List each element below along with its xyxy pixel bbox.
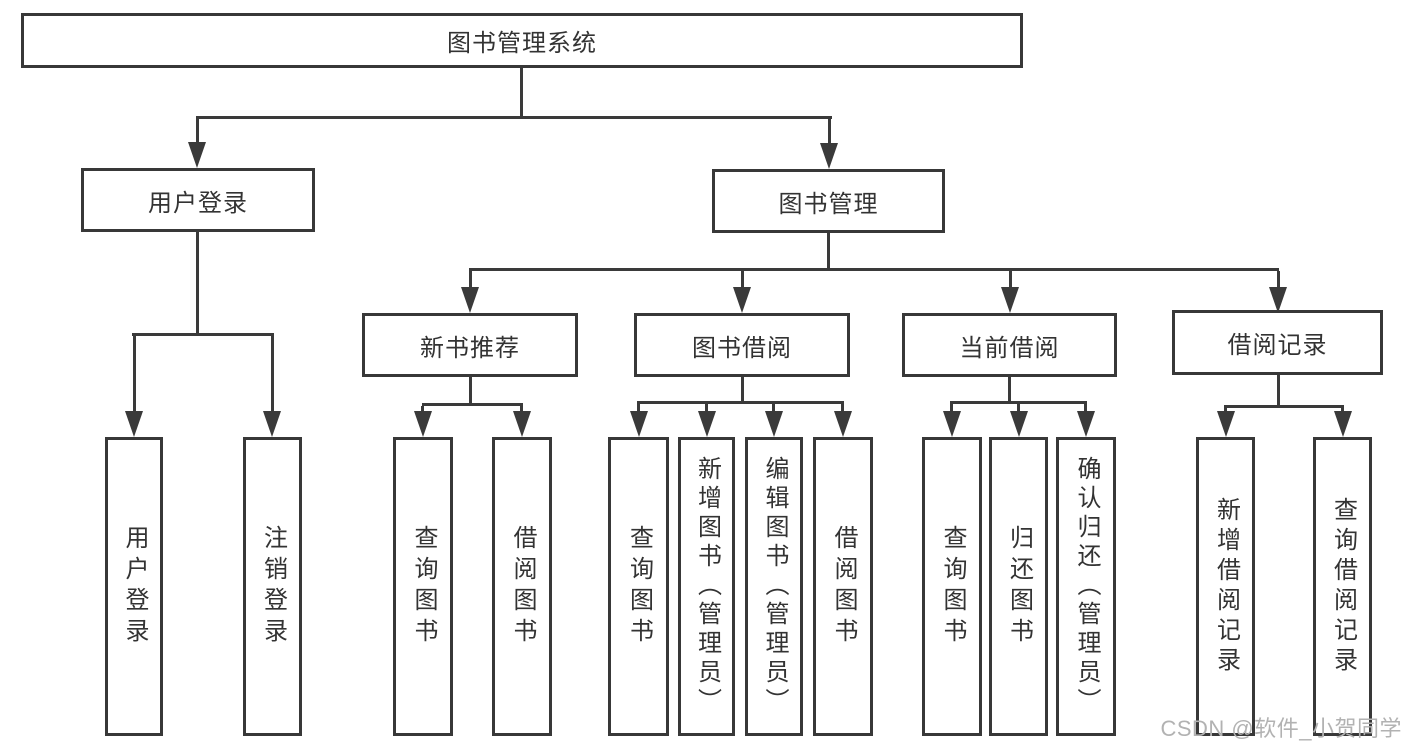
connector-drop bbox=[520, 406, 523, 414]
connector-user-login-bar bbox=[132, 333, 274, 336]
connector-drop-leaf-user-login bbox=[133, 336, 136, 413]
connector-book-borrow-bar bbox=[637, 401, 844, 404]
node-book-management: 图书管理 bbox=[712, 169, 945, 233]
arrow-down-icon bbox=[1334, 411, 1352, 437]
leaf-borrow-books-recommend: 借阅图书 bbox=[492, 437, 552, 736]
connector-drop bbox=[841, 404, 844, 413]
connector-borrow-records-bar bbox=[1224, 405, 1344, 408]
connector-drop bbox=[1341, 408, 1344, 413]
arrow-down-icon bbox=[1077, 411, 1095, 437]
leaf-logout: 注销登录 bbox=[243, 437, 302, 736]
connector-drop bbox=[1084, 404, 1087, 413]
connector-drop bbox=[421, 406, 424, 414]
connector-drop-book-management bbox=[828, 119, 831, 144]
arrow-down-icon bbox=[698, 411, 716, 437]
arrow-down-icon bbox=[125, 411, 143, 437]
node-user-login: 用户登录 bbox=[81, 168, 315, 232]
csdn-watermark: CSDN @软件_小贺同学 bbox=[1160, 716, 1402, 741]
leaf-borrow-books: 借阅图书 bbox=[813, 437, 873, 736]
node-borrow-records: 借阅记录 bbox=[1172, 310, 1383, 375]
arrow-down-icon bbox=[943, 411, 961, 437]
connector-borrow-records-stem bbox=[1277, 375, 1280, 408]
connector-current-borrow-bar bbox=[950, 401, 1087, 404]
leaf-query-books-borrow: 查询图书 bbox=[608, 437, 669, 736]
arrow-down-icon bbox=[765, 411, 783, 437]
connector-drop bbox=[1017, 404, 1020, 413]
node-book-borrow: 图书借阅 bbox=[634, 313, 850, 377]
connector-drop-current-borrow bbox=[1009, 271, 1012, 290]
connector-new-book-stem bbox=[469, 377, 472, 405]
connector-drop bbox=[637, 404, 640, 413]
connector-drop-user-login bbox=[196, 119, 199, 144]
connector-drop-book-borrow bbox=[741, 271, 744, 290]
leaf-query-books-recommend: 查询图书 bbox=[393, 437, 453, 736]
leaf-query-borrow-record: 查询借阅记录 bbox=[1313, 437, 1372, 736]
connector-drop bbox=[950, 404, 953, 413]
arrow-down-icon bbox=[630, 411, 648, 437]
arrow-down-icon bbox=[1001, 287, 1019, 313]
arrow-down-icon bbox=[414, 411, 432, 437]
leaf-confirm-return-admin: 确认归还（管理员） bbox=[1056, 437, 1116, 736]
arrow-down-icon bbox=[820, 143, 838, 169]
connector-root-bar bbox=[196, 116, 832, 119]
node-new-book-recommend: 新书推荐 bbox=[362, 313, 578, 377]
arrow-down-icon bbox=[461, 287, 479, 313]
connector-book-management-stem bbox=[827, 233, 830, 271]
arrow-down-icon bbox=[513, 411, 531, 437]
connector-root-stem bbox=[520, 68, 523, 119]
node-library-management-system: 图书管理系统 bbox=[21, 13, 1023, 68]
node-current-borrow: 当前借阅 bbox=[902, 313, 1117, 377]
arrow-down-icon bbox=[188, 142, 206, 168]
connector-drop bbox=[705, 404, 708, 413]
connector-drop-new-book bbox=[469, 271, 472, 290]
leaf-return-books: 归还图书 bbox=[989, 437, 1048, 736]
connector-drop-leaf-logout bbox=[271, 336, 274, 413]
leaf-user-login: 用户登录 bbox=[105, 437, 163, 736]
arrow-down-icon bbox=[1010, 411, 1028, 437]
leaf-add-books-admin: 新增图书（管理员） bbox=[678, 437, 735, 736]
connector-drop bbox=[1224, 408, 1227, 413]
connector-new-book-bar bbox=[422, 403, 523, 406]
arrow-down-icon bbox=[733, 287, 751, 313]
arrow-down-icon bbox=[263, 411, 281, 437]
leaf-query-books-current: 查询图书 bbox=[922, 437, 982, 736]
arrow-down-icon bbox=[1217, 411, 1235, 437]
connector-drop bbox=[772, 404, 775, 413]
connector-user-login-stem bbox=[196, 231, 199, 336]
leaf-edit-books-admin: 编辑图书（管理员） bbox=[745, 437, 803, 736]
arrow-down-icon bbox=[1269, 287, 1287, 313]
connector-level3-bar bbox=[469, 268, 1279, 271]
leaf-add-borrow-record: 新增借阅记录 bbox=[1196, 437, 1255, 736]
connector-current-borrow-stem bbox=[1008, 377, 1011, 404]
arrow-down-icon bbox=[834, 411, 852, 437]
connector-book-borrow-stem bbox=[741, 377, 744, 404]
connector-drop-borrow-records bbox=[1277, 271, 1280, 290]
